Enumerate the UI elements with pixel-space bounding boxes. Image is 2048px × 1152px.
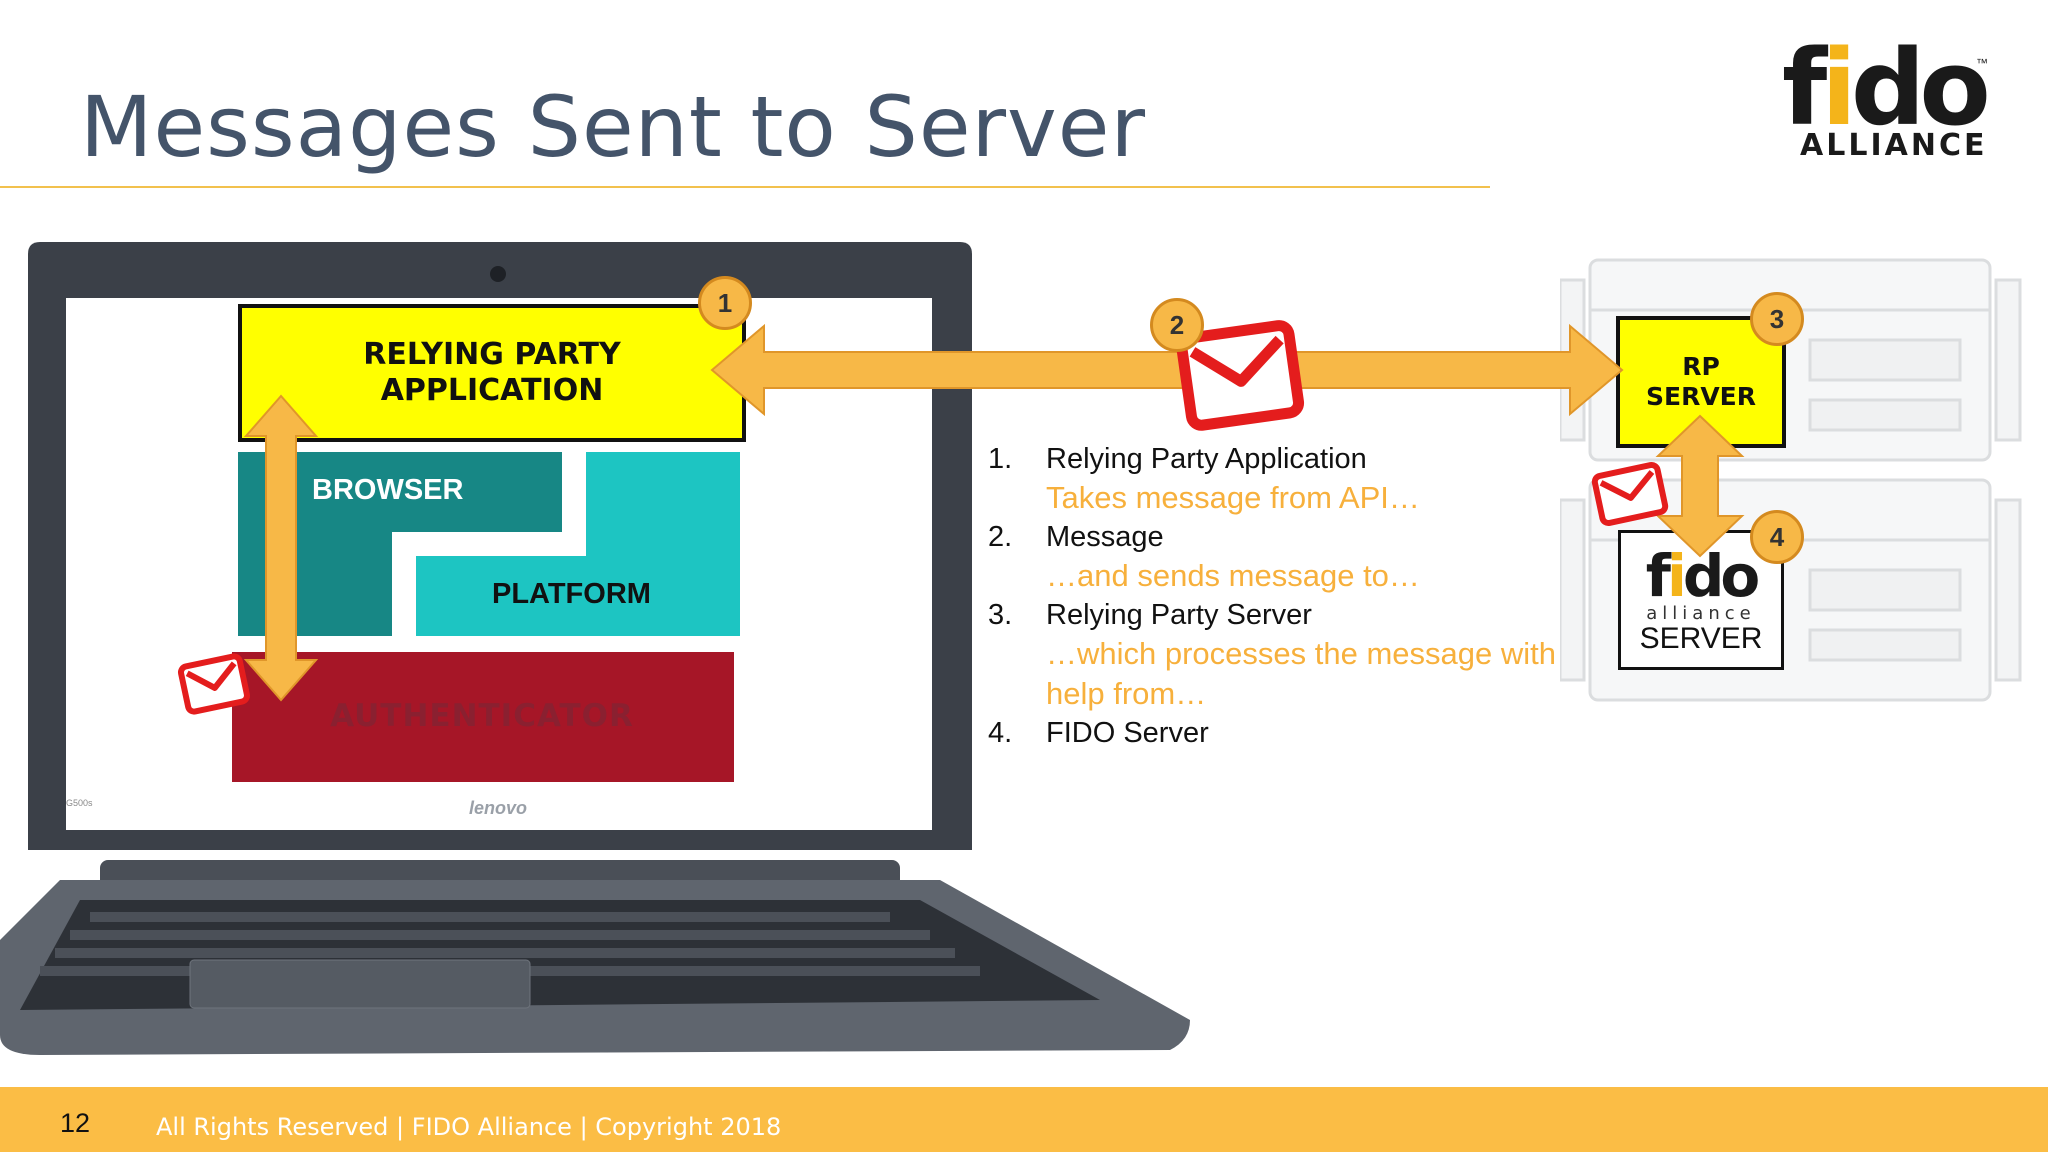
rp-app-line2: APPLICATION bbox=[380, 373, 604, 408]
step-number: 2. bbox=[988, 521, 1013, 553]
app-to-server-arrow bbox=[710, 323, 1624, 417]
rp-server-line2: SERVER bbox=[1645, 382, 1756, 411]
slide-title: Messages Sent to Server bbox=[80, 78, 1146, 176]
logo-subtitle: ALLIANCE bbox=[1800, 128, 1988, 163]
step-note: Takes message from API… bbox=[1046, 480, 1420, 515]
step-badge-4: 4 bbox=[1750, 510, 1804, 564]
page-number: 12 bbox=[60, 1108, 91, 1138]
message-envelope-icon bbox=[1176, 320, 1305, 431]
authenticator-envelope-icon bbox=[177, 653, 251, 715]
step-item: 2. Message …and sends message to… bbox=[988, 518, 1588, 596]
fido-server-logo: fido bbox=[1645, 542, 1761, 610]
step-note: …which processes the message with help f… bbox=[1046, 636, 1557, 711]
fido-server-sub: alliance bbox=[1646, 603, 1756, 624]
footer-copyright: All Rights Reserved | FIDO Alliance | Co… bbox=[156, 1113, 782, 1141]
step-badge-1: 1 bbox=[698, 276, 752, 330]
browser-block bbox=[238, 452, 562, 636]
logo-wordmark: fido bbox=[1782, 27, 1991, 149]
platform-block bbox=[416, 452, 740, 636]
step-label: Relying Party Application bbox=[1046, 443, 1367, 475]
fido-alliance-logo: fido ™ ALLIANCE bbox=[1782, 36, 1992, 166]
step-number: 1. bbox=[988, 443, 1013, 475]
step-item: 4. FIDO Server bbox=[988, 714, 1588, 752]
authenticator-block bbox=[232, 652, 734, 782]
step-label: FIDO Server bbox=[1046, 717, 1209, 749]
browser-label: BROWSER bbox=[312, 474, 464, 506]
footer-bar bbox=[0, 1087, 2048, 1152]
platform-label: PLATFORM bbox=[492, 578, 651, 610]
laptop-model: G500s bbox=[66, 798, 93, 808]
step-item: 3. Relying Party Server …which processes … bbox=[988, 596, 1588, 714]
authenticator-label: AUTHENTICATOR bbox=[330, 698, 634, 734]
step-badge-2: 2 bbox=[1150, 298, 1204, 352]
rp-to-fido-server-arrow bbox=[1655, 414, 1745, 558]
step-badge-3: 3 bbox=[1750, 292, 1804, 346]
step-number: 3. bbox=[988, 599, 1013, 631]
step-label: Message bbox=[1046, 521, 1164, 553]
client-stack bbox=[232, 452, 740, 782]
server-envelope-icon bbox=[1591, 461, 1669, 527]
step-label: Relying Party Server bbox=[1046, 599, 1312, 631]
rp-app-line1: RELYING PARTY bbox=[363, 337, 621, 372]
laptop-brand: lenovo bbox=[469, 798, 527, 818]
step-number: 4. bbox=[988, 717, 1013, 749]
step-note: …and sends message to… bbox=[1046, 558, 1420, 593]
fido-server-label: SERVER bbox=[1639, 622, 1763, 655]
title-divider bbox=[0, 186, 1490, 188]
rp-server-line1: RP bbox=[1682, 352, 1720, 381]
app-to-authenticator-arrow bbox=[243, 394, 319, 702]
logo-trademark: ™ bbox=[1976, 56, 1988, 70]
